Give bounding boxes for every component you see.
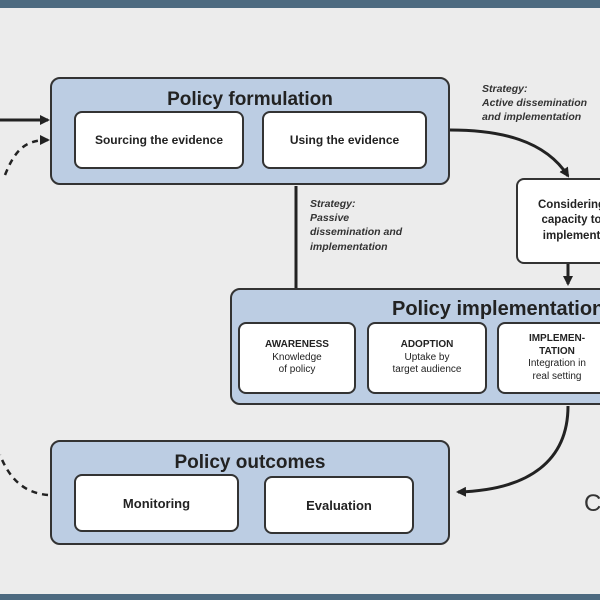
implementation-to-outcomes-arrow <box>456 405 570 497</box>
policy-implementation-title: Policy implementation <box>392 298 600 320</box>
top-frame-bar <box>0 0 600 8</box>
adoption-box: ADOPTION Uptake by target audience <box>367 322 487 394</box>
awareness-body: Knowledge of policy <box>272 351 322 376</box>
policy-outcomes-title: Policy outcomes <box>174 452 326 473</box>
awareness-box: AWARENESS Knowledge of policy <box>238 322 356 394</box>
considering-capacity-box: Considering capacity to implement <box>516 178 600 264</box>
evaluation-box: Evaluation <box>264 476 414 534</box>
strategy-active-text: Strategy: Active dissemination and imple… <box>482 83 588 124</box>
feedback-dashed-arrow-top <box>3 135 50 176</box>
policy-outcomes-panel: Policy outcomes Monitoring Evaluation <box>50 440 450 545</box>
policy-formulation-panel: Policy formulation Sourcing the evidence… <box>50 77 450 185</box>
implementation-heading: IMPLEMEN- TATION <box>528 333 586 357</box>
strategy-passive-text: Strategy: Passive dissemination and impl… <box>310 198 403 253</box>
implementation-body: Integration in real setting <box>528 358 586 382</box>
using-evidence-box: Using the evidence <box>262 111 427 169</box>
policy-formulation-title: Policy formulation <box>167 89 333 110</box>
sourcing-evidence-box: Sourcing the evidence <box>74 111 244 169</box>
adoption-heading: ADOPTION <box>400 339 454 351</box>
policy-implementation-panel: Policy implementation AWARENESS Knowledg… <box>230 288 600 405</box>
side-label-c: C <box>584 490 600 517</box>
implementation-box: IMPLEMEN- TATION Integration in real set… <box>497 322 600 394</box>
monitoring-box: Monitoring <box>74 474 239 532</box>
active-arrow <box>449 128 570 178</box>
considering-capacity-text: Considering capacity to implement <box>538 198 600 242</box>
bottom-frame-bar <box>0 594 600 600</box>
feedback-dashed-arrow-bottom <box>0 454 49 497</box>
adoption-body: Uptake by target audience <box>392 351 462 376</box>
awareness-heading: AWARENESS <box>265 339 329 351</box>
